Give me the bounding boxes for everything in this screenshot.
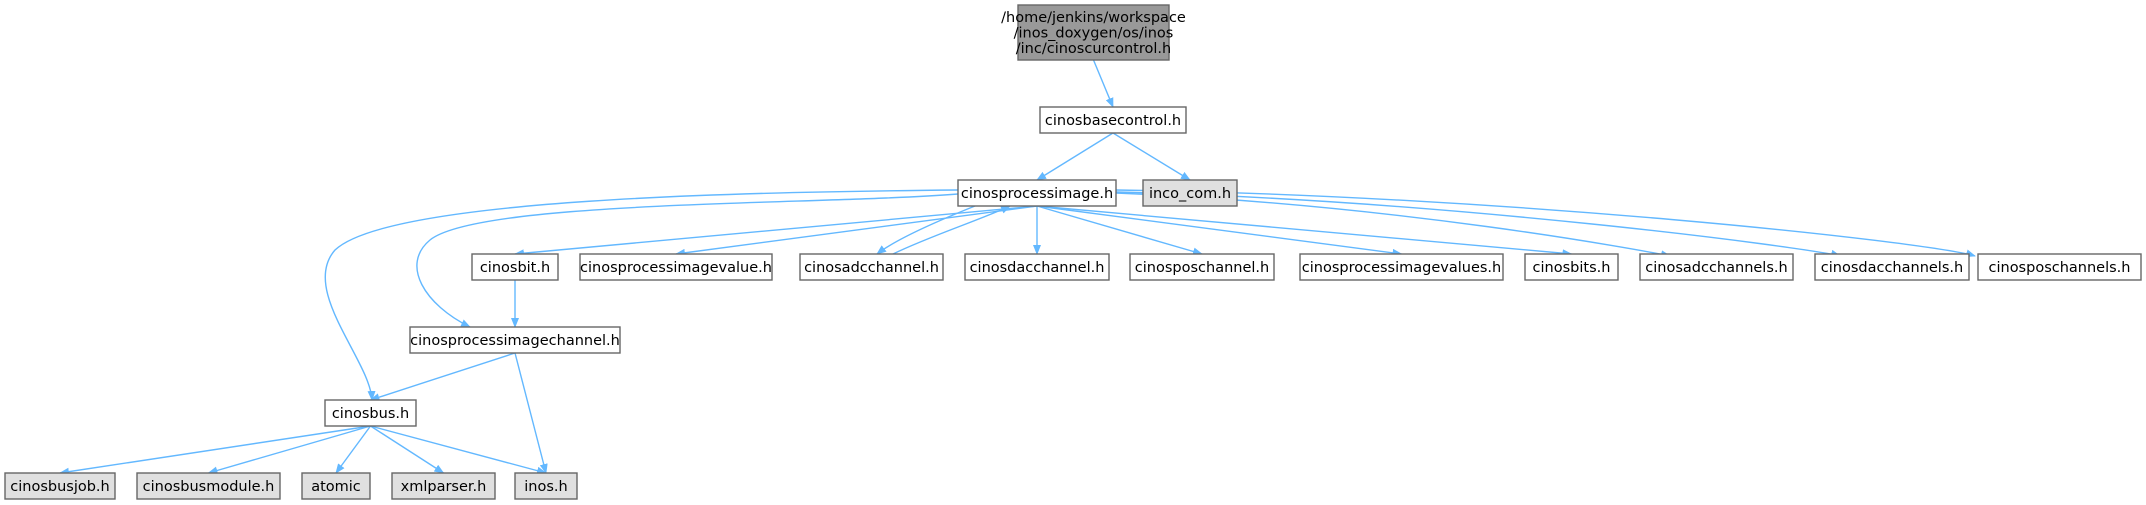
node-box-inco_com — [1142, 179, 1238, 207]
node-label-bit: cinosbit.h — [480, 260, 550, 276]
node-poschannel[interactable]: cinosposchannel.h — [1129, 253, 1275, 281]
node-busmodule: cinosbusmodule.h — [136, 472, 281, 500]
node-box-adcchannel — [799, 253, 944, 281]
node-bus[interactable]: cinosbus.h — [324, 399, 417, 427]
node-inos: inos.h — [514, 472, 578, 500]
node-label-root: /inc/cinoscurcontrol.h — [1016, 41, 1171, 57]
node-label-xmlparser: xmlparser.h — [401, 479, 487, 495]
edge-bus-to-busjob — [59, 425, 371, 476]
edge-processimage-to-bus — [324, 189, 959, 401]
node-box-atomic — [301, 472, 371, 500]
node-box-pivalues — [1299, 253, 1504, 281]
node-box-dacchannels — [1814, 253, 1970, 281]
node-label-adcchannel: cinosadcchannel.h — [804, 260, 939, 276]
node-box-basecontrol — [1039, 106, 1187, 134]
edge-processimage-to-poschannels — [1115, 189, 1976, 258]
node-dacchannel[interactable]: cinosdacchannel.h — [964, 253, 1110, 281]
node-xmlparser: xmlparser.h — [391, 472, 496, 500]
node-box-bit — [471, 253, 559, 281]
node-box-inos — [514, 472, 578, 500]
node-pichannel[interactable]: cinosprocessimagechannel.h — [409, 326, 621, 354]
node-basecontrol[interactable]: cinosbasecontrol.h — [1039, 106, 1187, 134]
edge-processimage-to-bit — [514, 205, 1038, 258]
node-atomic: atomic — [301, 472, 371, 500]
edge-processimage-to-piv — [675, 205, 1038, 257]
node-box-pichannel — [409, 326, 621, 354]
edge-basecontrol-to-processimage — [1036, 132, 1114, 181]
node-label-processimage: cinosprocessimage.h — [961, 186, 1113, 202]
node-piv[interactable]: cinosprocessimagevalue.h — [579, 253, 773, 281]
node-box-bits — [1524, 253, 1619, 281]
edge-processimage-to-adcchannel — [876, 205, 976, 255]
node-label-dacchannels: cinosdacchannels.h — [1821, 260, 1963, 276]
edge-processimage-to-bits — [1036, 205, 1573, 258]
edge-adcchannel-to-processimage — [892, 205, 1011, 255]
edge-pichannel-to-bus — [369, 352, 516, 402]
edge-pichannel-to-inos — [514, 352, 548, 474]
node-box-dacchannel — [964, 253, 1110, 281]
edge-basecontrol-to-inco_com — [1112, 132, 1191, 181]
node-box-processimage — [957, 179, 1117, 207]
node-label-bits: cinosbits.h — [1533, 260, 1611, 276]
node-label-dacchannel: cinosdacchannel.h — [970, 260, 1105, 276]
node-pivalues[interactable]: cinosprocessimagevalues.h — [1299, 253, 1504, 281]
node-adcchannel[interactable]: cinosadcchannel.h — [799, 253, 944, 281]
node-processimage[interactable]: cinosprocessimage.h — [957, 179, 1117, 207]
node-label-pichannel: cinosprocessimagechannel.h — [410, 333, 620, 349]
node-label-poschannels: cinosposchannels.h — [1989, 260, 2131, 276]
edge-root-to-basecontrol — [1092, 59, 1114, 108]
node-box-poschannel — [1129, 253, 1275, 281]
edge-bus-to-busmodule — [207, 425, 371, 475]
node-root: /home/jenkins/workspace/inos_doxygen/os/… — [1001, 4, 1186, 61]
node-label-pivalues: cinosprocessimagevalues.h — [1302, 260, 1501, 276]
edge-processimage-to-poschannel — [1036, 205, 1203, 256]
node-label-basecontrol: cinosbasecontrol.h — [1045, 113, 1181, 129]
node-label-poschannel: cinosposchannel.h — [1135, 260, 1269, 276]
node-box-xmlparser — [391, 472, 496, 500]
node-bit[interactable]: cinosbit.h — [471, 253, 559, 281]
node-label-busjob: cinosbusjob.h — [10, 479, 109, 495]
node-label-root: /home/jenkins/workspace — [1001, 10, 1186, 26]
node-inco_com: inco_com.h — [1142, 179, 1238, 207]
node-adcchannels[interactable]: cinosadcchannels.h — [1639, 253, 1794, 281]
edge-processimage-to-pivalues — [1036, 205, 1403, 257]
node-bits[interactable]: cinosbits.h — [1524, 253, 1619, 281]
node-box-piv — [579, 253, 773, 281]
edge-bus-to-atomic — [335, 425, 372, 474]
node-label-root: /inos_doxygen/os/inos — [1014, 26, 1174, 42]
node-label-inco_com: inco_com.h — [1149, 186, 1231, 202]
node-label-inos: inos.h — [524, 479, 567, 495]
node-label-atomic: atomic — [311, 479, 361, 495]
node-dacchannels[interactable]: cinosdacchannels.h — [1814, 253, 1970, 281]
node-label-adcchannels: cinosadcchannels.h — [1645, 260, 1787, 276]
edge-bus-to-inos — [370, 425, 547, 475]
node-label-busmodule: cinosbusmodule.h — [143, 479, 275, 495]
node-label-piv: cinosprocessimagevalue.h — [580, 260, 772, 276]
node-box-bus — [324, 399, 417, 427]
node-poschannels[interactable]: cinosposchannels.h — [1977, 253, 2142, 281]
node-box-root — [1017, 4, 1170, 61]
node-box-busmodule — [136, 472, 281, 500]
nodes-layer: /home/jenkins/workspace/inos_doxygen/os/… — [4, 4, 2142, 500]
node-box-adcchannels — [1639, 253, 1794, 281]
node-label-bus: cinosbus.h — [332, 406, 409, 422]
edge-processimage-to-dacchannels — [1115, 191, 1841, 258]
edge-bus-to-xmlparser — [370, 425, 445, 474]
node-busjob: cinosbusjob.h — [4, 472, 116, 500]
edge-processimage-to-pichannel — [416, 193, 959, 328]
node-box-busjob — [4, 472, 116, 500]
node-box-poschannels — [1977, 253, 2142, 281]
